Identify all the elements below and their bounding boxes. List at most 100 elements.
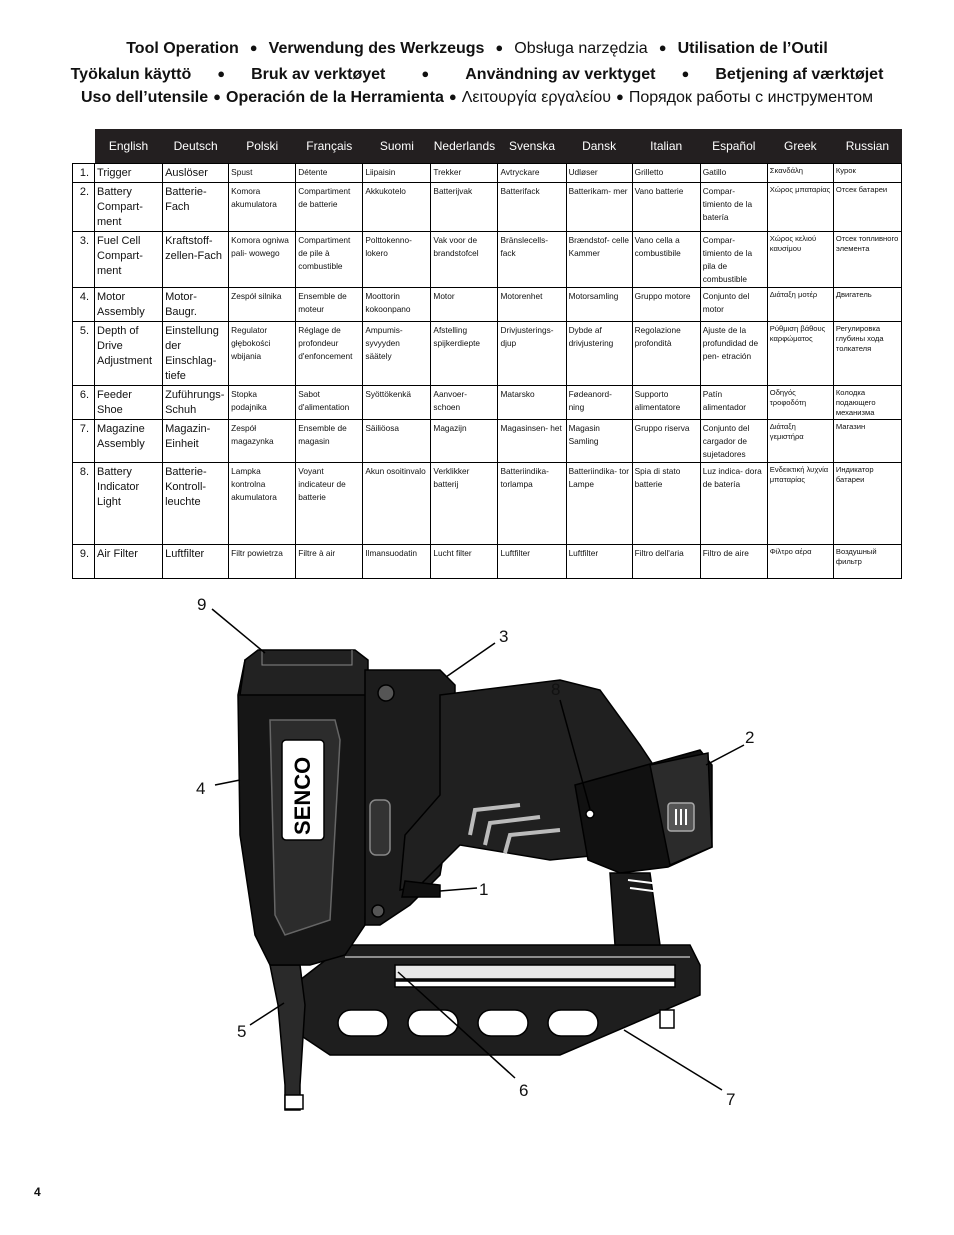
term-english: Motor Assembly	[94, 287, 164, 322]
term-suomi: Ampumis- syvyyden säätely	[362, 321, 432, 386]
term-francais: Détente	[295, 163, 364, 183]
term-russian: Колодка подающего механизма	[832, 385, 903, 420]
term-russian: Отсек топливного элемента	[832, 231, 903, 288]
magazine-rail	[299, 944, 701, 1056]
heading-verwendung: Verwendung des Werkzeugs	[268, 40, 485, 57]
lang-header-russian: Russian	[833, 129, 902, 164]
term-polski: Zespół magazynka	[228, 419, 297, 463]
bullet-separator: ●	[249, 40, 258, 55]
term-dansk: Luftfilter	[565, 544, 633, 579]
term-suomi: Akun osoitinvalo	[362, 462, 432, 545]
term-deutsch: Einstellung der Einschlag- tiefe	[162, 321, 230, 386]
term-francais: Compartiment de batterie	[295, 182, 364, 232]
row-number: 8.	[71, 462, 96, 545]
heading-betjening: Betjening af værktøjet	[715, 66, 884, 83]
term-espanol: Compar- timiento de la pila de combustib…	[699, 231, 768, 288]
term-greek: Διάταξη γεμιστήρα	[766, 419, 834, 463]
term-nederlands: Trekker	[430, 163, 499, 183]
term-nederlands: Verklikker batterij	[430, 462, 499, 545]
heading-tyokalun: Työkalun käyttö	[70, 66, 192, 83]
page-number: 4	[34, 1185, 41, 1199]
leader-line-2	[705, 744, 745, 766]
bullet-separator: ●	[421, 66, 430, 81]
nailer-illustration: SENCO	[211, 608, 745, 1111]
term-english: Magazine Assembly	[94, 419, 164, 463]
heading-bruk: Bruk av verktøyet	[251, 66, 386, 83]
term-espanol: Conjunto del cargador de sujetadores	[699, 419, 768, 463]
lang-header-italian: Italian	[632, 129, 701, 164]
bullet-separator: ●	[495, 40, 504, 55]
term-svenska: Batteriindika- torlampa	[497, 462, 567, 545]
term-espanol: Filtro de aire	[699, 544, 768, 579]
term-polski: Regulator głębokości wbijania	[228, 321, 297, 386]
term-deutsch: Kraftstoff- zellen-Fach	[162, 231, 230, 288]
term-francais: Compartiment de pile à combustible	[295, 231, 364, 288]
term-espanol: Luz indica- dora de batería	[699, 462, 768, 545]
heading-anvandning: Användning av verktyget	[465, 66, 656, 83]
term-greek: Ενδεικτική λυχνία μπαταρίας	[766, 462, 834, 545]
bullet-separator: ●	[658, 40, 667, 55]
term-italian: Regolazione profondità	[631, 321, 701, 386]
callout-8: 8	[551, 680, 561, 699]
term-greek: Διάταξη μοτέρ	[766, 287, 834, 322]
row-number: 9.	[71, 544, 96, 579]
term-suomi: Polttokenno- lokero	[362, 231, 432, 288]
term-francais: Ensemble de moteur	[295, 287, 364, 322]
term-italian: Supporto alimentatore	[631, 385, 701, 420]
trigger	[401, 880, 441, 898]
term-suomi: Ilmansuodatin	[362, 544, 432, 579]
term-dansk: Brændstof- celle Kammer	[565, 231, 633, 288]
header-line-2: Työkalun käyttö●Bruk av verktøyet●Använd…	[0, 66, 954, 84]
term-greek: Χώρος κελιού καυσίμου	[766, 231, 834, 288]
heading-greek: Λειτουργία εργαλείου	[461, 89, 612, 106]
term-italian: Gruppo riserva	[631, 419, 701, 463]
bullet-separator: ●	[616, 89, 624, 104]
heading-operacion: Operación de la Herramienta	[226, 89, 444, 106]
term-francais: Filtre à air	[295, 544, 364, 579]
term-nederlands: Afstelling spijkerdiepte	[430, 321, 499, 386]
bullet-separator: ●	[213, 89, 221, 104]
air-filter-cap	[239, 649, 369, 696]
term-italian: Filtro dell'aria	[631, 544, 701, 579]
term-russian: Курок	[832, 163, 903, 183]
term-dansk: Batterikam- mer	[565, 182, 633, 232]
term-english: Battery Compart- ment	[94, 182, 164, 232]
term-italian: Spia di stato batterie	[631, 462, 701, 545]
term-english: Fuel Cell Compart- ment	[94, 231, 164, 288]
term-suomi: Syöttökenkä	[362, 385, 432, 420]
lang-header-francais: Français	[295, 129, 363, 164]
term-russian: Воздушный фильтр	[832, 544, 903, 579]
bullet-separator: ●	[448, 89, 457, 104]
lang-header-english: English	[94, 129, 163, 164]
term-svenska: Matarsko	[497, 385, 567, 420]
term-nederlands: Aanvoer- schoen	[430, 385, 499, 420]
term-italian: Vano batterie	[631, 182, 701, 232]
term-svenska: Bränslecells- fack	[497, 231, 567, 288]
term-russian: Отсек батареи	[832, 182, 903, 232]
term-dansk: Batteriindika- tor Lampe	[565, 462, 633, 545]
term-italian: Gruppo motore	[631, 287, 701, 322]
term-deutsch: Batterie- Kontroll- leuchte	[162, 462, 230, 545]
term-greek: Ρύθμιση βάθους καρφώματος	[766, 321, 834, 386]
language-header-row: English Deutsch Polski Français Suomi Ne…	[72, 129, 902, 164]
header-blank-cell	[72, 129, 95, 164]
term-nederlands: Batterijvak	[430, 182, 499, 232]
callout-2: 2	[745, 728, 755, 747]
term-espanol: Gatillo	[699, 163, 768, 183]
lang-header-svenska: Svenska	[497, 129, 567, 164]
term-russian: Двигатель	[832, 287, 903, 322]
row-number: 4.	[71, 287, 96, 322]
term-english: Feeder Shoe	[94, 385, 164, 420]
term-svenska: Luftfilter	[497, 544, 567, 579]
lang-header-nederlands: Nederlands	[430, 129, 498, 164]
term-francais: Voyant indicateur de batterie	[295, 462, 364, 545]
callout-5: 5	[237, 1022, 247, 1041]
term-polski: Stopka podajnika	[228, 385, 297, 420]
term-dansk: Udløser	[565, 163, 633, 183]
lang-header-dansk: Dansk	[566, 129, 633, 164]
